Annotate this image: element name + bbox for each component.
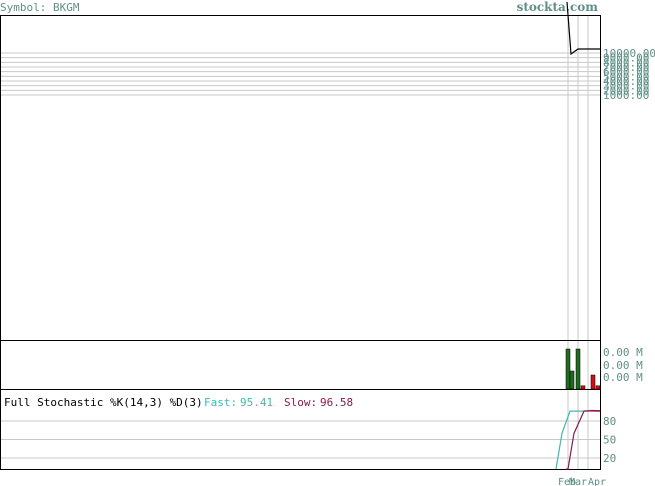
site-label: stockta.com <box>517 0 599 14</box>
volume-tick-label: 0.00 M <box>603 371 643 384</box>
price-panel-frame <box>0 15 601 341</box>
fast-value: 95.41 <box>240 396 273 409</box>
stochastic-panel: 80 50 20 Full Stochastic %K(14,3) %D(3) Fa… <box>0 389 616 470</box>
x-axis-labels: Feb Mar Apr <box>558 477 606 486</box>
volume-bar <box>595 385 601 390</box>
stochastic-axis-ticks: 80 50 20 <box>603 415 616 465</box>
volume-panel: 0.00 M0.00 M0.00 M <box>0 340 643 390</box>
price-tick-label: 4000.00 <box>603 75 649 88</box>
volume-bar <box>580 385 586 390</box>
price-axis-ticks: 1000.002000.003000.004000.005000.006000.… <box>603 47 655 102</box>
symbol-label: Symbol: BKGM <box>0 1 80 14</box>
stochastic-tick-label: 50 <box>603 434 616 447</box>
price-tick-label: 8000.00 <box>603 56 649 69</box>
stochastic-title: Full Stochastic %K(14,3) %D(3) <box>4 396 203 409</box>
volume-tick-label: 0.00 M <box>603 359 643 372</box>
volume-bar <box>565 348 571 390</box>
price-panel: 1000.002000.003000.004000.005000.006000.… <box>0 1 655 341</box>
price-tick-label: 3000.00 <box>603 80 649 93</box>
volume-tick-label: 0.00 M <box>603 346 643 359</box>
price-tick-label: 7000.00 <box>603 61 649 74</box>
volume-bar <box>575 348 581 390</box>
x-tick-mar: Mar <box>569 477 587 486</box>
x-tick-feb: Feb <box>558 477 576 486</box>
volume-bar <box>569 370 575 390</box>
price-tick-label: 10000.00 <box>603 47 655 60</box>
x-tick-apr: Apr <box>588 477 606 486</box>
price-tick-label: 5000.00 <box>603 70 649 83</box>
slow-stochastic-line <box>566 409 601 470</box>
price-tick-label: 2000.00 <box>603 84 649 97</box>
fast-stochastic-line <box>555 410 601 470</box>
price-grid <box>1 16 600 340</box>
price-tick-label: 1000.00 <box>603 89 649 102</box>
stochastic-panel-frame <box>0 389 601 470</box>
volume-axis-ticks: 0.00 M0.00 M0.00 M <box>567 341 643 389</box>
price-line <box>566 1 600 56</box>
slow-value: 96.58 <box>320 396 353 409</box>
price-tick-label: 6000.00 <box>603 66 649 79</box>
stochastic-tick-label: 20 <box>603 452 616 465</box>
volume-panel-frame <box>0 340 601 390</box>
stochastic-grid <box>1 390 600 469</box>
fast-label: Fast: <box>204 396 237 409</box>
stochastic-tick-label: 80 <box>603 415 616 428</box>
volume-bar <box>590 374 596 390</box>
price-tick-label: 9000.00 <box>603 52 649 65</box>
slow-label: Slow: <box>284 396 317 409</box>
